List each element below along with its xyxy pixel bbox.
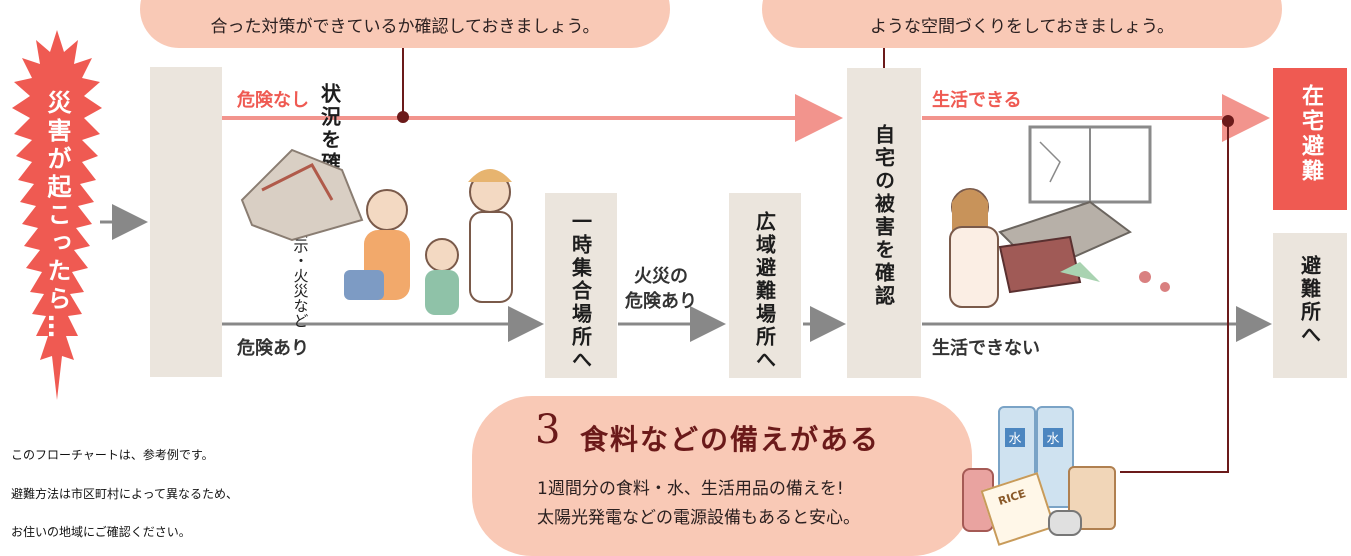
box-go-shelter: 避難所へ [1273,233,1347,378]
label-cannot-live: 生活できない [932,338,1040,359]
note-line-3: お住いの地域にご確認ください。 [11,525,191,539]
box-check-situation: 状況を確認 避難指示・火災など [150,67,342,377]
section3-panel [472,396,972,556]
wide-area-title: 広域避難場所へ [752,211,777,372]
temporary-assembly-title: 一時集合場所へ [568,211,593,372]
section3-title: 食料などの備えがある [580,423,881,456]
top-left-bubble-text: 合った対策ができているか確認しておきましょう。 [210,16,600,37]
label-can-live: 生活できる [932,90,1022,111]
start-label: 災害が起こったら… [43,90,71,342]
label-fire-danger-1: 火災の [634,266,688,287]
water-bottle-2-label: 水 [1043,428,1063,447]
top-right-bubble-text: ような空間づくりをしておきましょう。 [870,16,1174,37]
start-burst [12,30,102,400]
water-bottle-1-label: 水 [1005,428,1025,447]
box-stay-home: 在宅避難 [1273,68,1347,210]
section3-line1: 1週間分の食料・水、生活用品の備えを! [537,479,844,499]
box-check-home: 自宅の被害を確認 [847,68,921,378]
section3-line2: 太陽光発電などの電源設備もあると安心。 [537,508,860,528]
label-danger: 危険あり [237,338,309,359]
box-wide-area: 広域避難場所へ [729,193,801,378]
top-right-bubble: ような空間づくりをしておきましょう。 [762,0,1282,48]
note-line-2: 避難方法は市区町村によって異なるため、 [11,487,239,501]
can-small [1048,510,1082,536]
check-home-title: 自宅の被害を確認 [871,124,896,308]
note-line-1: このフローチャートは、参考例です。 [11,448,214,462]
label-no-danger: 危険なし [237,90,309,111]
section3-number: 3 [535,407,561,453]
top-left-bubble: 合った対策ができているか確認しておきましょう。 [140,0,670,48]
label-fire-danger-2: 危険あり [625,291,697,312]
go-shelter-title: 避難所へ [1297,255,1322,347]
damaged-room-illustration [949,125,1170,308]
box-temporary-assembly: 一時集合場所へ [545,193,617,378]
supplies-illustration: 水 水 RICE [958,398,1128,546]
evacuating-family-illustration [240,148,513,315]
stay-home-title: 在宅避難 [1298,84,1323,184]
